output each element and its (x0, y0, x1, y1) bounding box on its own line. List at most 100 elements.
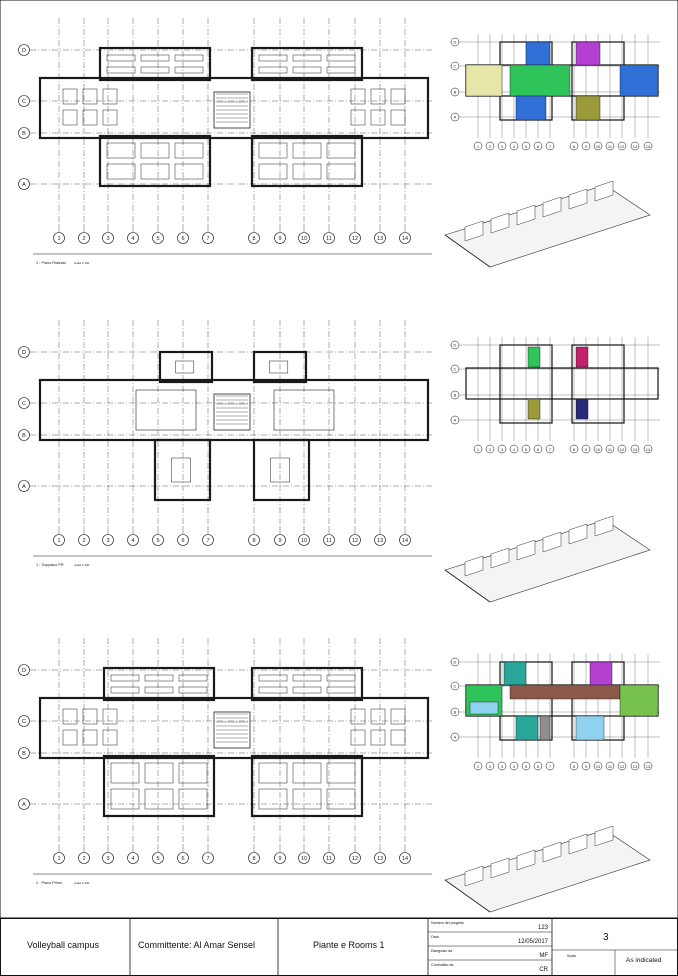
mini-grid-bubble (521, 141, 531, 151)
mini-grid-bubble (605, 141, 615, 151)
room-color-fill (515, 715, 539, 741)
furniture (144, 686, 174, 694)
room-color-fill (575, 41, 601, 66)
furniture (178, 686, 208, 694)
mini-grid-bubble (521, 444, 531, 454)
furniture (110, 788, 140, 810)
stair-core (213, 393, 251, 431)
furniture (350, 708, 366, 725)
grid-bubble (374, 852, 386, 864)
furniture (370, 729, 386, 746)
furniture (292, 163, 322, 180)
grid-bubble-label: 10 (301, 236, 307, 242)
mini-grid-bubble-label: 6 (537, 144, 540, 149)
mini-grid-bubble (593, 761, 603, 771)
grid-bubble (177, 232, 189, 244)
grid-bubble-label: 14 (402, 538, 408, 544)
mini-grid-bubble (473, 444, 483, 454)
mini-grid-bubble-label: 6 (537, 447, 540, 452)
grid-bubble (102, 232, 114, 244)
mini-grid-bubble (521, 761, 531, 771)
axonometric-block (464, 865, 484, 887)
mini-grid-bubble (485, 444, 495, 454)
mini-grid-bubble (450, 681, 460, 691)
grid-bubble-label: 5 (156, 856, 159, 862)
furniture (258, 142, 288, 159)
grid-bubble-label: A (22, 484, 26, 490)
grid-bubble (127, 534, 139, 546)
mini-grid-bubble-label: 14 (646, 144, 651, 149)
axonometric-block (464, 555, 484, 577)
grid-bubble (399, 852, 411, 864)
mini-grid-bubble (450, 61, 460, 71)
mini-grid-bubble (450, 732, 460, 742)
furniture (258, 54, 288, 62)
mini-grid-bubble (605, 761, 615, 771)
plan-scale: scala 1:100 (74, 261, 90, 265)
mini-grid-bubble (450, 415, 460, 425)
furniture (102, 109, 118, 126)
titleblock-field-label: Controllato da (431, 963, 453, 967)
furniture (390, 729, 406, 746)
grid-bubble-label: 9 (278, 856, 281, 862)
grid-bubble-label: 3 (106, 538, 109, 544)
grid-bubble-label: 3 (106, 236, 109, 242)
axonometric-block (542, 531, 562, 553)
furniture (292, 788, 322, 810)
wing-wall (158, 350, 214, 384)
mini-grid-bubble-label: 3 (501, 144, 504, 149)
titleblock-field-value: CR (539, 967, 548, 973)
mini-grid-bubble (569, 761, 579, 771)
mini-grid-bubble (545, 444, 555, 454)
grid-bubble (349, 534, 361, 546)
furniture (292, 66, 322, 74)
mini-grid-bubble (545, 141, 555, 151)
grid-bubble (202, 852, 214, 864)
mini-outline (571, 344, 625, 424)
furniture (258, 686, 288, 694)
furniture (106, 54, 136, 62)
main-corridor-wall (38, 378, 430, 442)
plan-caption: 2 - Piano Primo (36, 881, 62, 885)
scale-value: As indicated (626, 957, 662, 964)
wing-wall (153, 438, 212, 502)
room-color-fill (527, 346, 541, 368)
mini-grid-bubble-label: 12 (620, 144, 625, 149)
mini-grid-bubble (581, 761, 591, 771)
mini-grid-bubble (450, 657, 460, 667)
wing-wall (250, 666, 364, 702)
furniture (110, 674, 140, 682)
axonometric-block (490, 857, 510, 879)
mini-grid-bubble (533, 141, 543, 151)
project-name: Volleyball campus (27, 940, 100, 950)
furniture (174, 66, 204, 74)
mini-grid-bubble-label: 1 (477, 447, 480, 452)
axonometric-block (594, 180, 614, 202)
furniture (140, 163, 170, 180)
mini-grid-bubble-label: 12 (620, 764, 625, 769)
mini-grid-bubble-label: 9 (585, 447, 588, 452)
axonometric-block (490, 547, 510, 569)
mini-grid-bubble-label: 2 (489, 144, 492, 149)
mini-grid-bubble-label: 14 (646, 447, 651, 452)
mini-grid-bubble-label: 8 (573, 764, 576, 769)
plan-caption: 1 - Piano Rialzato (36, 261, 66, 265)
axonometric-block (542, 841, 562, 863)
mini-grid-bubble-label: 13 (633, 144, 638, 149)
room-outline (269, 360, 289, 374)
grid-bubble-label: 2 (82, 538, 85, 544)
wing-wall (250, 134, 364, 188)
mini-grid-bubble (485, 141, 495, 151)
room-color-fill (575, 95, 601, 121)
grid-bubble-label: 2 (82, 236, 85, 242)
mini-grid-bubble-label: 10 (596, 764, 601, 769)
grid-bubble-label: 12 (352, 236, 358, 242)
grid-bubble (152, 232, 164, 244)
mini-grid-bubble (450, 340, 460, 350)
client-name: Committente: Al Amar Sensel (138, 940, 255, 950)
mini-grid-bubble-label: 5 (525, 447, 528, 452)
grid-bubble (374, 232, 386, 244)
mini-grid-bubble-label: A (454, 115, 457, 120)
furniture (144, 788, 174, 810)
